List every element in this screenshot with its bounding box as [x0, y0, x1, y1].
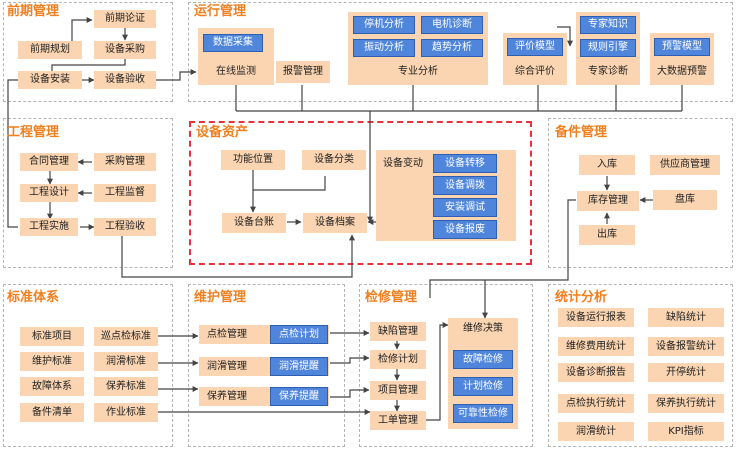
spare-list-box[interactable]: 备件清单 [20, 403, 84, 422]
standard-system-group [3, 284, 173, 447]
inspection-standard-box[interactable]: 巡点检标准 [94, 327, 158, 346]
maintenance-management-group [188, 284, 345, 447]
motor-diagnosis-box[interactable]: 电机诊断 [421, 16, 483, 34]
repair-plan-box[interactable]: 检修计划 [370, 350, 426, 369]
expert-knowledge-box[interactable]: 专家知识 [580, 16, 636, 34]
defect-management-box[interactable]: 缺陷管理 [370, 322, 426, 341]
professional-analysis-label[interactable]: 专业分析 [398, 66, 438, 77]
shutdown-analysis-box[interactable]: 停机分析 [353, 16, 415, 34]
standard-system-title: 标准体系 [7, 290, 60, 305]
stats-item-6[interactable]: 点检执行统计 [558, 394, 634, 413]
equipment-archive-box[interactable]: 设备档案 [303, 213, 367, 233]
maintenance-management-title: 维护管理 [194, 290, 247, 305]
repair-decision-label[interactable]: 维修决策 [463, 323, 503, 334]
rule-engine-box[interactable]: 规则引擎 [580, 39, 636, 57]
equipment-asset-group [189, 121, 532, 265]
equipment-scrap-box[interactable]: 设备报废 [433, 220, 497, 239]
engineering-supervise-box[interactable]: 工程监督 [94, 184, 156, 202]
comprehensive-eval-label[interactable]: 综合评价 [515, 66, 555, 77]
engineering-design-box[interactable]: 工程设计 [20, 184, 78, 202]
lubrication-remind-box[interactable]: 润滑提醒 [270, 357, 328, 376]
pre-demo-box[interactable]: 前期论证 [94, 10, 156, 28]
purchase-management-box[interactable]: 采购管理 [94, 153, 156, 171]
data-collect-box[interactable]: 数据采集 [203, 34, 263, 52]
equipment-install-box[interactable]: 设备安装 [18, 71, 82, 89]
stats-item-9[interactable]: KPI指标 [648, 422, 724, 441]
bigdata-warning-label[interactable]: 大数据预警 [657, 66, 707, 77]
trend-analysis-box[interactable]: 趋势分析 [421, 39, 483, 57]
care-management-label[interactable]: 保养管理 [207, 391, 247, 402]
online-monitor-label[interactable]: 在线监测 [216, 66, 256, 77]
spare-parts-group [548, 118, 733, 268]
engineering-accept-box[interactable]: 工程验收 [94, 218, 156, 236]
stock-out-box[interactable]: 出库 [579, 225, 635, 245]
operation-management-title: 运行管理 [194, 4, 247, 19]
pre-management-title: 前期管理 [7, 4, 60, 19]
alarm-management-box[interactable]: 报警管理 [276, 61, 330, 83]
work-standard-box[interactable]: 作业标准 [94, 403, 158, 422]
pre-management-group [3, 2, 173, 102]
warning-model-box[interactable]: 预警模型 [654, 38, 710, 56]
stats-item-3[interactable]: 设备报警统计 [648, 337, 724, 356]
standard-items-box[interactable]: 标准项目 [20, 327, 84, 346]
equipment-ledger-box[interactable]: 设备台账 [222, 213, 286, 233]
equipment-accept-box[interactable]: 设备验收 [94, 71, 156, 89]
stock-count-box[interactable]: 盘库 [653, 190, 717, 210]
care-remind-box[interactable]: 保养提醒 [270, 387, 328, 406]
fault-repair-box[interactable]: 故障检修 [453, 350, 513, 369]
stats-item-5[interactable]: 开停统计 [648, 363, 724, 382]
supplier-management-box[interactable]: 供应商管理 [650, 155, 720, 175]
maintenance-standard-box[interactable]: 维护标准 [20, 352, 84, 371]
statistics-analysis-group [548, 284, 733, 447]
equipment-transfer-box[interactable]: 设备转移 [433, 154, 497, 173]
equipment-purchase-box[interactable]: 设备采购 [94, 41, 156, 59]
stats-item-2[interactable]: 维修费用统计 [558, 337, 634, 356]
lubrication-management-label[interactable]: 润滑管理 [207, 361, 247, 372]
planned-repair-box[interactable]: 计划检修 [453, 377, 513, 396]
vibration-analysis-box[interactable]: 振动分析 [353, 39, 415, 57]
inventory-management-box[interactable]: 库存管理 [577, 191, 639, 211]
project-management-title: 工程管理 [7, 125, 60, 140]
equipment-change-label[interactable]: 设备变动 [383, 158, 423, 169]
care-standard-box[interactable]: 保养标准 [94, 377, 158, 396]
stats-item-7[interactable]: 保养执行统计 [648, 394, 724, 413]
statistics-analysis-title: 统计分析 [555, 290, 608, 305]
eval-model-box[interactable]: 评价模型 [507, 38, 563, 56]
stats-item-1[interactable]: 缺陷统计 [648, 308, 724, 327]
stats-item-8[interactable]: 润滑统计 [558, 422, 634, 441]
lubrication-standard-box[interactable]: 润滑标准 [94, 352, 158, 371]
inspection-management-label[interactable]: 点检管理 [207, 329, 247, 340]
spare-parts-title: 备件管理 [555, 125, 608, 140]
operation-management-group [188, 2, 733, 102]
project-management-box[interactable]: 项目管理 [370, 381, 426, 400]
stats-item-0[interactable]: 设备运行报表 [558, 308, 634, 327]
contract-management-box[interactable]: 合同管理 [20, 153, 78, 171]
repair-management-title: 检修管理 [365, 290, 418, 305]
reliability-repair-box[interactable]: 可靠性检修 [453, 404, 513, 423]
equipment-class-box[interactable]: 设备分类 [302, 150, 366, 170]
equipment-allocate-box[interactable]: 设备调拨 [433, 176, 497, 195]
function-location-box[interactable]: 功能位置 [221, 150, 285, 170]
stock-in-box[interactable]: 入库 [579, 155, 635, 175]
equipment-asset-title: 设备资产 [196, 125, 249, 140]
pre-plan-box[interactable]: 前期规划 [18, 41, 82, 59]
stats-item-4[interactable]: 设备诊断报告 [558, 363, 634, 382]
fault-system-box[interactable]: 故障体系 [20, 377, 84, 396]
work-order-box[interactable]: 工单管理 [370, 411, 426, 430]
project-management-group [3, 118, 173, 268]
engineering-implement-box[interactable]: 工程实施 [20, 218, 78, 236]
expert-diagnosis-label[interactable]: 专家诊断 [588, 66, 628, 77]
inspection-plan-box[interactable]: 点检计划 [270, 325, 328, 344]
install-debug-box[interactable]: 安装调试 [433, 198, 497, 217]
